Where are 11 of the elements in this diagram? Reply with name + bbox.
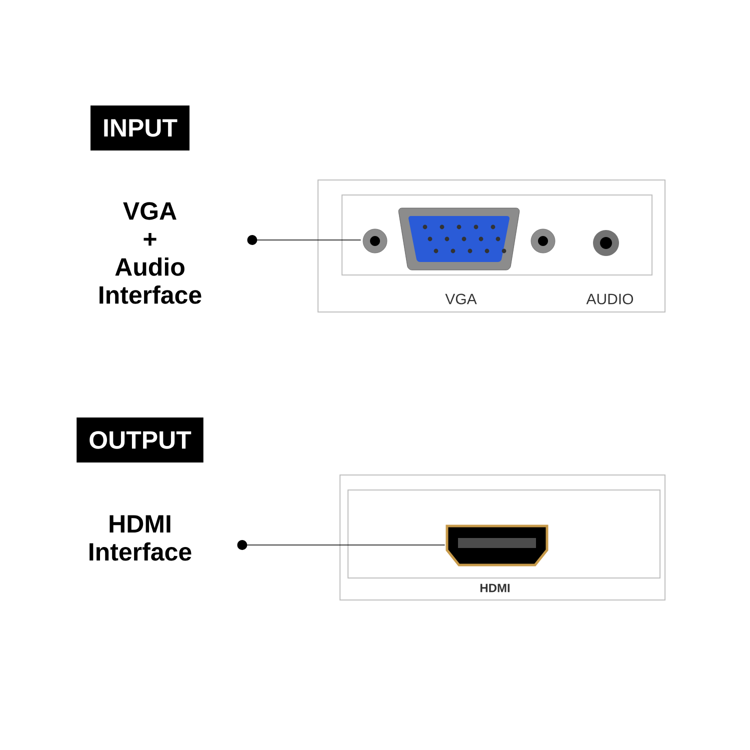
heading-tag: OUTPUT (76, 418, 204, 462)
port-label: VGA (445, 294, 477, 304)
port-label: HDMI (480, 584, 510, 592)
leader-line (237, 540, 446, 550)
hdmi-port-drawing (446, 524, 548, 566)
interface-label: HDMI Interface (90, 515, 192, 561)
interface-label: VGA + Audio Interface (100, 202, 202, 304)
port-label: AUDIO (586, 294, 634, 304)
leader-line (247, 235, 362, 245)
heading-tag: INPUT (90, 106, 190, 150)
vga-port-drawing (362, 208, 556, 270)
